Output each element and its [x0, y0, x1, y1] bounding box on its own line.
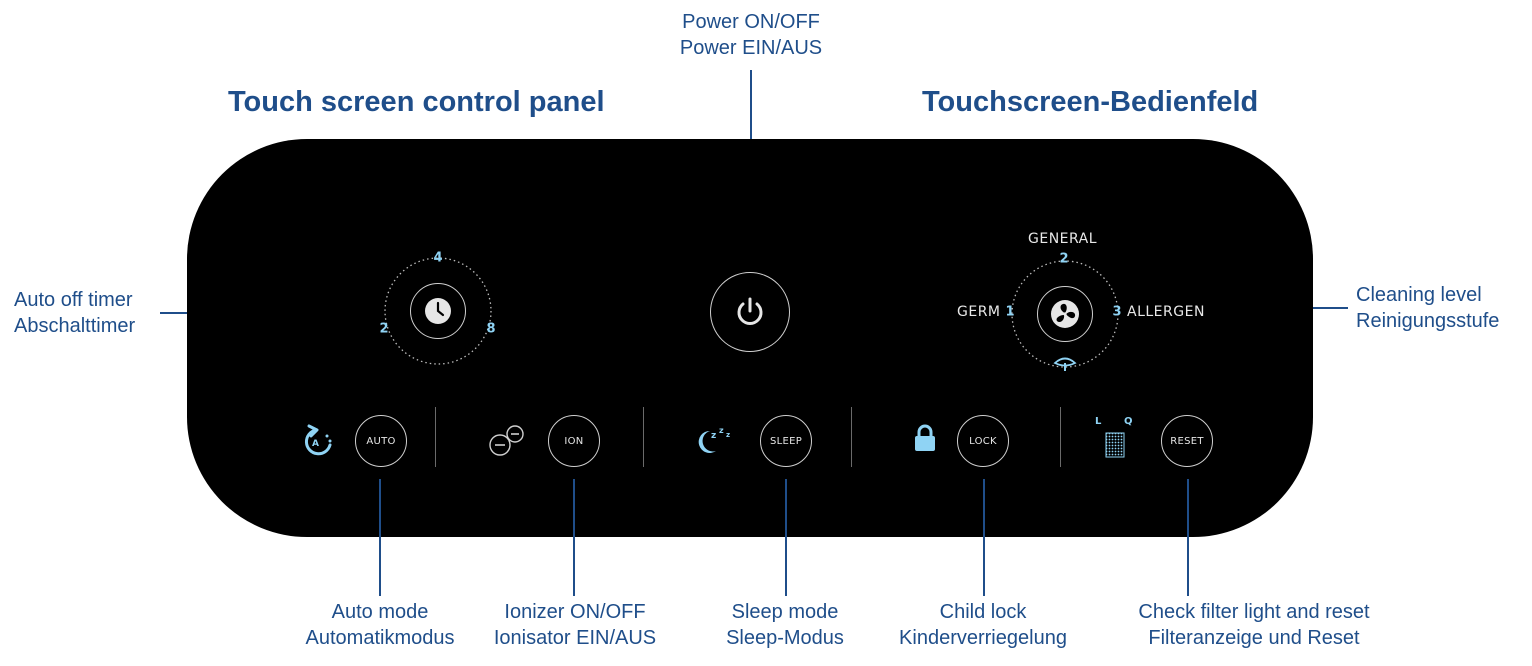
timer-dial-ring [384, 257, 492, 365]
cleaning-annotation-en: Cleaning level [1356, 284, 1482, 306]
ionizer-icon [489, 425, 524, 456]
timer-8h: 8 [486, 321, 496, 337]
level-2: 2 [1059, 251, 1069, 267]
filter-annotation: Check filter light and reset Filteranzei… [1138, 599, 1369, 651]
auto-leader [379, 479, 381, 596]
control-panel: 4 2 8 GENERAL 2 GERM 1 3 ALLERGEN [187, 139, 1313, 537]
lock-annotation-de: Kinderverriegelung [899, 627, 1067, 649]
auto-annotation: Auto mode Automatikmodus [306, 599, 455, 651]
lock-annotation-en: Child lock [939, 601, 1027, 623]
lock-annotation: Child lock Kinderverriegelung [899, 599, 1067, 651]
svg-text:z: z [719, 426, 724, 435]
fan-icon [1051, 300, 1079, 328]
ionizer-annotation-de: Ionisator EIN/AUS [493, 627, 657, 649]
clock-icon [425, 298, 451, 324]
separator-4 [1060, 407, 1061, 467]
cleaning-annotation-de: Reinigungsstufe [1356, 310, 1500, 332]
title-en: Touch screen control panel [228, 86, 605, 118]
reset-button[interactable]: RESET [1161, 415, 1213, 467]
lock-button[interactable]: LOCK [957, 415, 1009, 467]
fan-dial-ring [1011, 260, 1119, 368]
sleep-annotation: Sleep mode Sleep-Modus [726, 599, 844, 651]
filter-annotation-en: Check filter light and reset [1138, 601, 1370, 623]
timer-button[interactable] [410, 283, 466, 339]
svg-text:z: z [726, 431, 730, 439]
timer-4h: 4 [433, 250, 443, 266]
filter-icon [1105, 432, 1125, 458]
title-de: Touchscreen-Bedienfeld [922, 86, 1259, 118]
filter-quality-label: Q [1124, 416, 1133, 427]
ion-button[interactable]: ION [548, 415, 600, 467]
filter-annotation-de: Filteranzeige und Reset [1148, 627, 1360, 649]
timer-annotation: Auto off timer Abschalttimer [14, 287, 135, 339]
separator-3 [851, 407, 852, 467]
sleep-button[interactable]: SLEEP [760, 415, 812, 467]
ion-leader [573, 479, 575, 596]
sleep-icon: z z z [698, 426, 730, 453]
reset-leader [1187, 479, 1189, 596]
sleep-leader [785, 479, 787, 596]
auto-annotation-de: Automatikmodus [305, 627, 455, 649]
power-annotation-de: Power EIN/AUS [679, 37, 823, 59]
auto-annotation-en: Auto mode [331, 601, 429, 623]
power-icon [737, 297, 763, 325]
ionizer-annotation-en: Ionizer ON/OFF [504, 601, 646, 623]
power-button[interactable] [710, 272, 790, 352]
timer-2h: 2 [379, 321, 389, 337]
auto-mode-icon: A [304, 424, 332, 456]
auto-button[interactable]: AUTO [355, 415, 407, 467]
power-annotation: Power ON/OFF Power EIN/AUS [680, 9, 822, 61]
level-general-label: GENERAL [1028, 231, 1098, 247]
svg-text:z: z [711, 431, 716, 441]
fan-button[interactable] [1037, 286, 1093, 342]
separator-1 [435, 407, 436, 467]
timer-annotation-de: Abschalttimer [14, 315, 136, 337]
separator-2 [643, 407, 644, 467]
level-allergen-label: ALLERGEN [1127, 304, 1205, 320]
sleep-annotation-de: Sleep-Modus [726, 627, 844, 649]
ionizer-annotation: Ionizer ON/OFF Ionisator EIN/AUS [494, 599, 656, 651]
power-annotation-en: Power ON/OFF [682, 11, 820, 33]
filter-low-label: L [1095, 416, 1102, 427]
lock-icon [915, 424, 935, 451]
cleaning-annotation: Cleaning level Reinigungsstufe [1356, 282, 1499, 334]
level-3: 3 [1112, 304, 1122, 320]
svg-text:A: A [312, 439, 319, 449]
level-germ-label: GERM [957, 304, 1001, 320]
sleep-annotation-en: Sleep mode [731, 601, 839, 623]
lock-leader [983, 479, 985, 596]
timer-annotation-en: Auto off timer [14, 289, 133, 311]
level-1: 1 [1005, 304, 1015, 320]
air-quality-icon [1053, 357, 1077, 371]
